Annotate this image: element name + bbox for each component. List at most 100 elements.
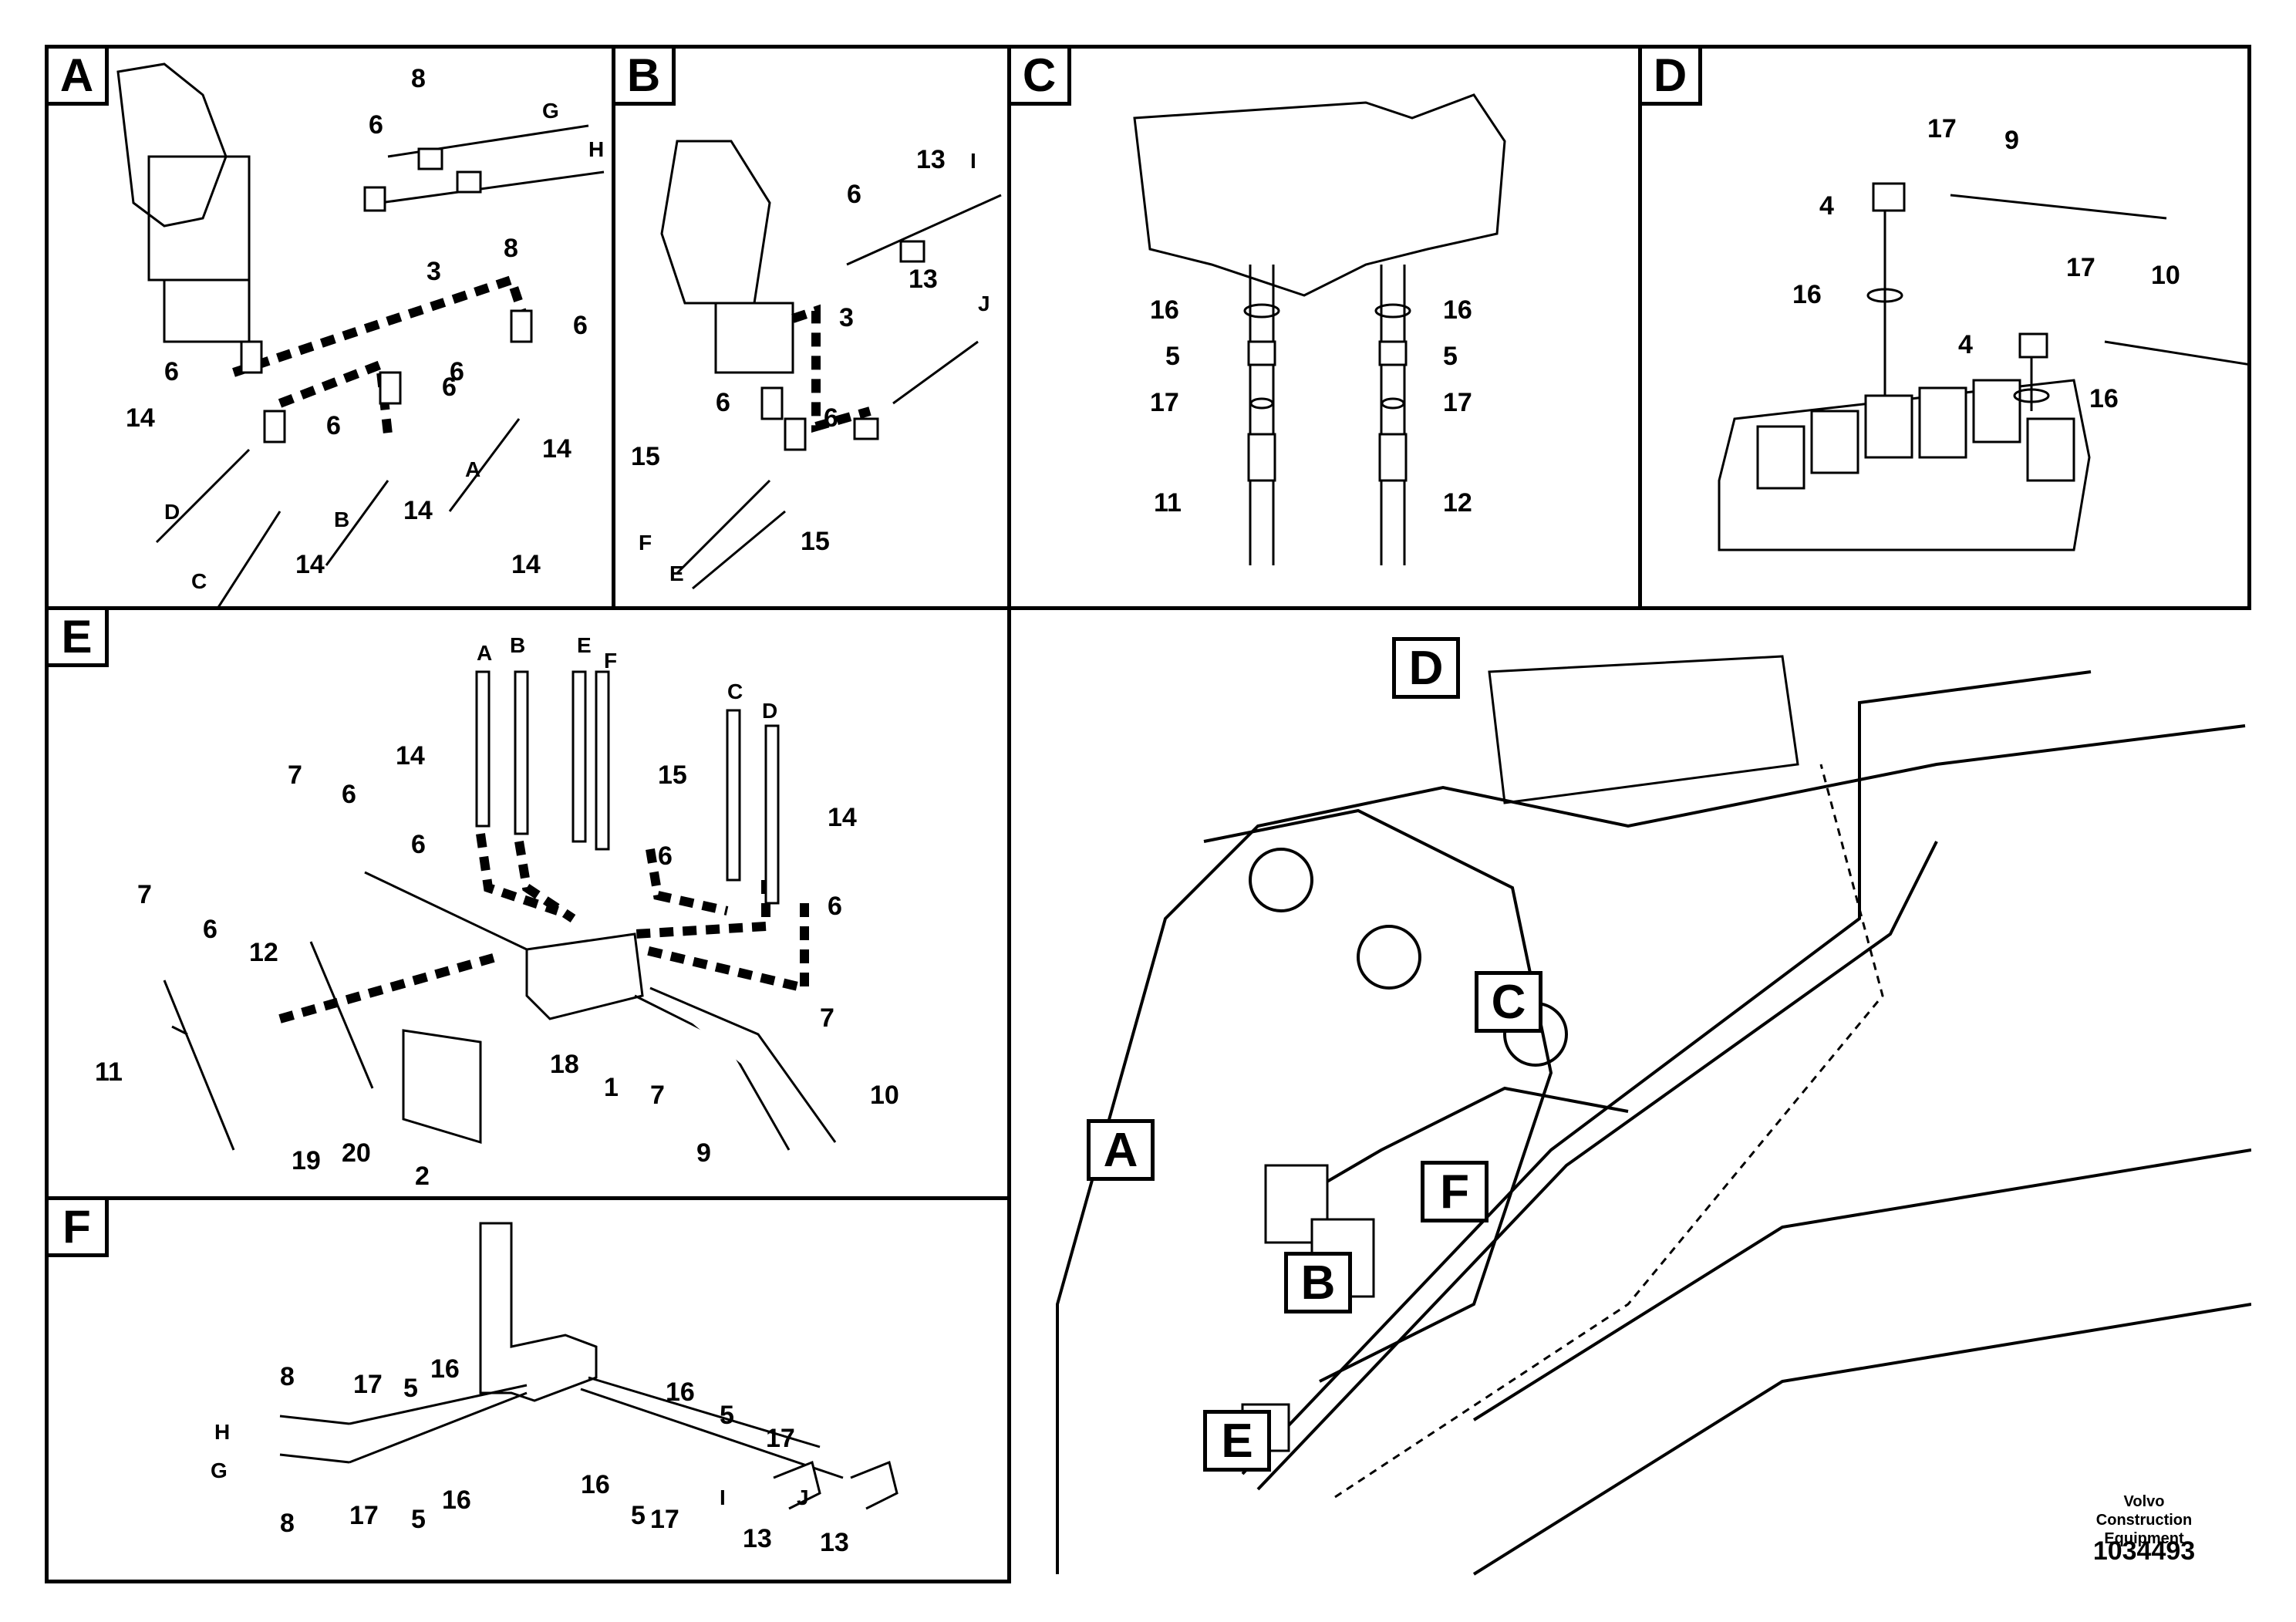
hose-g (279, 1453, 350, 1464)
label-8: 8 (280, 1362, 295, 1391)
label-17: 17 (650, 1505, 679, 1534)
panel-b-drawing: 13 I 6 13 J 3 6 6 15 F E 15 (631, 140, 1002, 590)
main-hose-bundle (1241, 670, 2092, 1475)
label-17: 17 (1150, 388, 1179, 417)
panel-c: C 16 16 5 5 17 17 11 12 (1007, 45, 1642, 610)
pedal-outline (660, 140, 771, 305)
bracket-2 (402, 1029, 482, 1145)
label-13: 13 (820, 1528, 849, 1557)
hose-10 (2104, 340, 2247, 366)
hose-c (217, 511, 282, 606)
label-11: 11 (1154, 488, 1182, 518)
pilot-dash-5 (641, 903, 809, 994)
label-b: B (334, 508, 349, 531)
label-4: 4 (1819, 191, 1834, 221)
label-5: 5 (720, 1401, 734, 1430)
pivot-1 (1249, 848, 1313, 912)
label-5: 5 (411, 1505, 426, 1534)
label-g: G (211, 1458, 228, 1482)
valve-block-outline (1718, 379, 2091, 551)
label-5: 5 (1165, 342, 1180, 371)
label-i: I (970, 149, 976, 173)
label-19: 19 (292, 1146, 321, 1175)
fitting-group (240, 147, 533, 443)
label-7: 7 (650, 1081, 665, 1110)
label-15: 15 (631, 442, 660, 471)
label-7: 7 (137, 880, 152, 909)
label-6: 6 (573, 311, 588, 340)
panel-f-drawing: 16 8 17 5 16 5 H G 17 16 5 17 16 5 17 8 … (211, 1222, 899, 1557)
panel-tag: A (49, 49, 109, 106)
hose-12 (309, 941, 374, 1089)
label-11: 11 (95, 1057, 123, 1087)
label-16: 16 (666, 1378, 695, 1407)
upper-hoses (475, 670, 780, 905)
control-valve (1488, 655, 1799, 804)
label-10: 10 (870, 1081, 899, 1110)
label-2: 2 (415, 1162, 430, 1191)
label-e: E (669, 561, 684, 585)
label-1: 1 (604, 1073, 619, 1102)
hose-9 (1950, 194, 2167, 220)
label-g: G (542, 99, 559, 123)
elbow-4 (1872, 182, 1906, 212)
label-16: 16 (1792, 280, 1822, 309)
panel-tag: C (1011, 49, 1071, 106)
label-j: J (978, 292, 990, 315)
panel-e: E A B E F C D 14 15 14 7 6 6 6 6 7 (45, 606, 1011, 1200)
pipe-h (349, 1384, 528, 1425)
label-14: 14 (396, 741, 425, 771)
label-6: 6 (828, 892, 842, 921)
label-b: B (510, 633, 525, 657)
label-5: 5 (631, 1501, 646, 1530)
label-6: 6 (824, 403, 838, 433)
label-6: 6 (369, 110, 383, 140)
label-18: 18 (550, 1050, 579, 1079)
panel-tag: E (49, 610, 109, 667)
label-17: 17 (353, 1370, 383, 1399)
label-14: 14 (828, 803, 857, 832)
pedal-hoses (1287, 1086, 1629, 1206)
label-12: 12 (1443, 488, 1472, 518)
valve-base (163, 278, 251, 343)
valve-block-outline (1133, 93, 1506, 297)
hose-j (892, 340, 979, 405)
label-16: 16 (1150, 295, 1179, 325)
label-17: 17 (349, 1501, 379, 1530)
label-h: H (588, 137, 604, 161)
hose-i-loop (773, 1460, 821, 1510)
drawing-number: 1034493 (2092, 1536, 2196, 1566)
hose-b (325, 480, 389, 566)
label-14: 14 (511, 550, 541, 579)
label-c: C (727, 679, 743, 703)
label-16: 16 (581, 1470, 610, 1499)
label-20: 20 (342, 1138, 371, 1168)
pipe-j (580, 1388, 844, 1479)
hose-h (379, 170, 605, 204)
hose-j-loop (850, 1460, 899, 1510)
frame-outline (1472, 1303, 2251, 1576)
oring-16b (2013, 388, 2050, 403)
pilot-dash-3 (646, 848, 729, 916)
spool-caps (1756, 379, 2075, 490)
pedal-outline (116, 62, 228, 228)
panel-a: A 8 G H 6 6 3 8 6 6 6 6 14 14 D A (45, 45, 615, 610)
hose-11 (163, 980, 235, 1151)
label-17: 17 (2066, 253, 2095, 282)
panel-d-drawing: 17 9 4 16 17 10 4 16 (1718, 114, 2247, 551)
label-16: 16 (442, 1485, 471, 1515)
label-6: 6 (326, 411, 341, 440)
label-5: 5 (403, 1374, 418, 1403)
label-a: A (465, 457, 480, 481)
company-name: Volvo Construction Equipment (2075, 1492, 2213, 1548)
callout-f: F (1421, 1161, 1489, 1222)
oring-16 (1866, 288, 1903, 303)
label-6: 6 (411, 830, 426, 859)
pipe-i (588, 1376, 821, 1448)
label-14: 14 (403, 496, 433, 525)
label-7: 7 (288, 760, 302, 790)
overview-area: D C A B F E (1011, 610, 2251, 1583)
panel-a-drawing: 8 G H 6 6 3 8 6 6 6 6 14 14 D A 14 B C 1… (116, 62, 605, 606)
boom-outline (1056, 724, 2246, 1574)
label-6: 6 (203, 915, 217, 944)
